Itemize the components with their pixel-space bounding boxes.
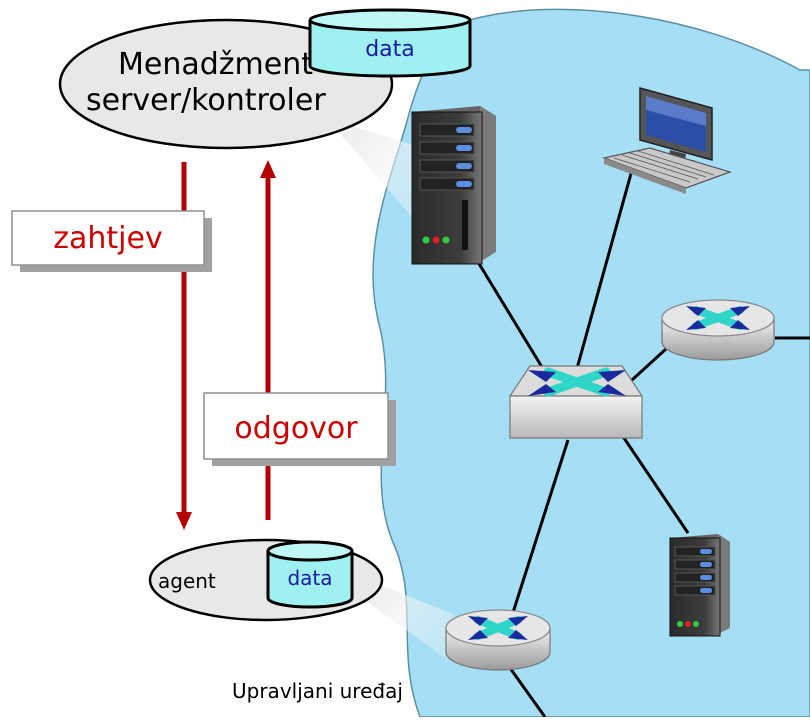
response-label: odgovor xyxy=(234,411,358,446)
manager-db-label: data xyxy=(365,37,415,62)
managed-router-icon xyxy=(445,609,551,671)
network-links xyxy=(476,169,810,718)
manager-title-line2: server/kontroler xyxy=(86,83,326,118)
computer-icon xyxy=(601,87,732,194)
request-label-box: zahtjev xyxy=(11,210,212,272)
management-server-icon xyxy=(411,106,496,265)
agent-db-label: data xyxy=(287,566,332,590)
router-icon xyxy=(661,299,775,361)
agent-callout xyxy=(362,580,455,660)
switch-icon xyxy=(508,365,644,439)
manager-database-icon: data xyxy=(308,8,472,78)
manager-callout xyxy=(325,118,432,240)
manager-title-line1: Menadžment xyxy=(118,47,313,82)
response-label-box: odgovor xyxy=(203,392,396,466)
agent-database-icon: data xyxy=(266,540,354,609)
request-label: zahtjev xyxy=(53,221,162,256)
managed-device-label: Upravljani uređaj xyxy=(232,679,403,703)
agent-label: agent xyxy=(158,569,216,593)
server-icon xyxy=(669,534,730,637)
